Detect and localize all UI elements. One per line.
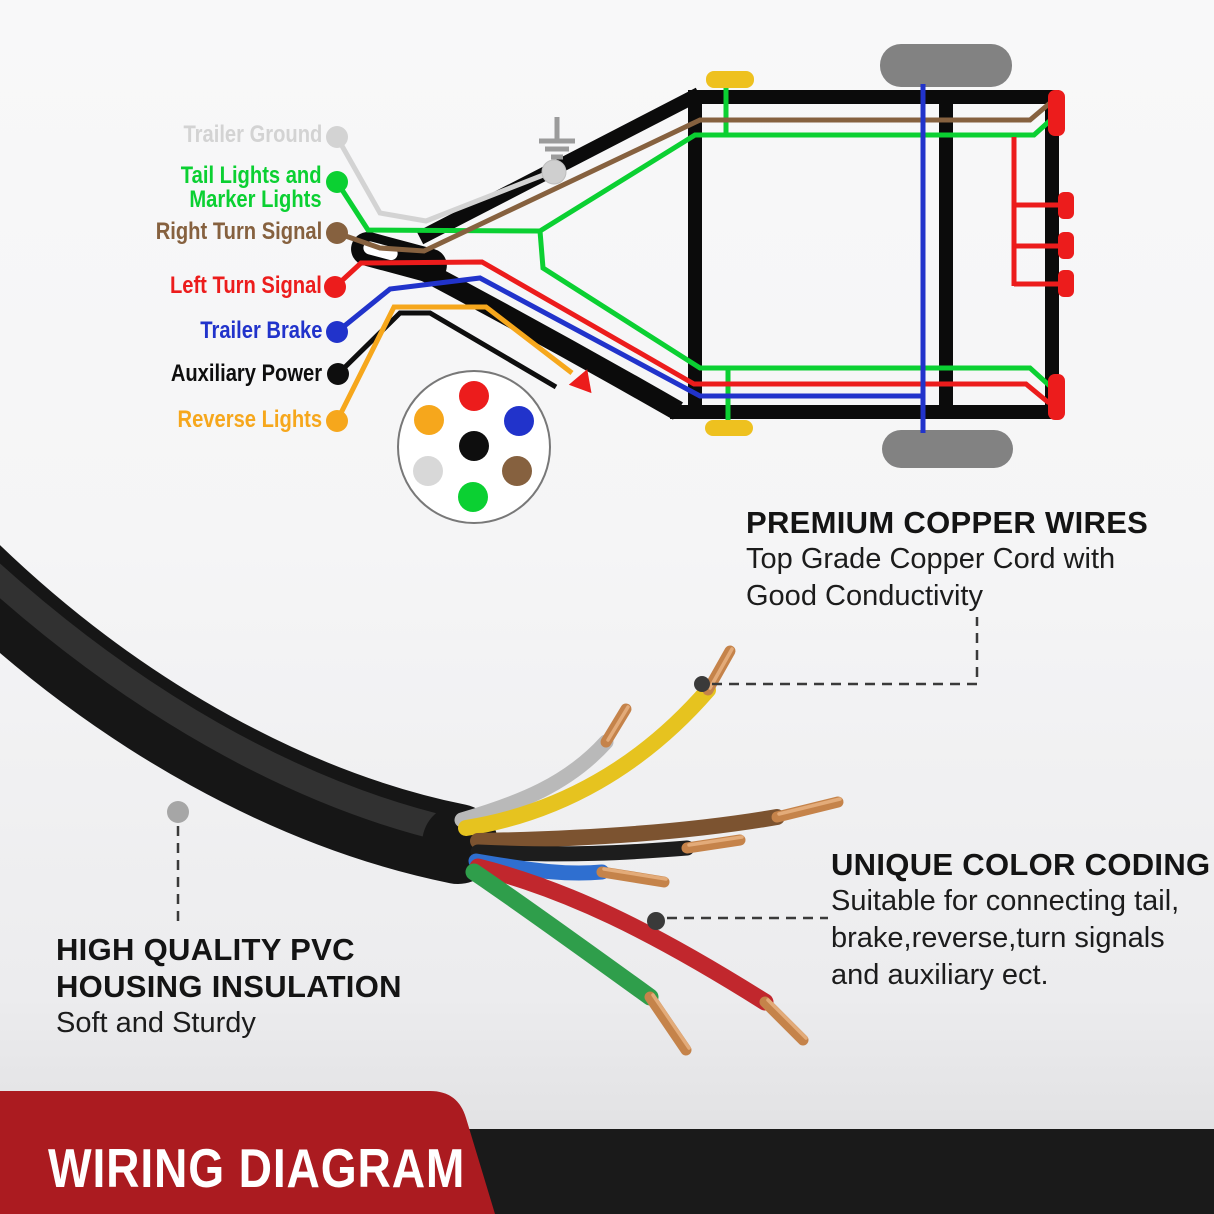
leader-lines <box>176 617 979 928</box>
annotation-subtitle: Soft and Sturdy <box>56 1007 256 1039</box>
annotation-title: PREMIUM COPPER WIRES <box>746 505 1149 540</box>
pin-top <box>459 381 489 411</box>
coupler-dot <box>541 159 567 185</box>
wire-trailer-ground <box>334 135 552 224</box>
label-auxiliary-power: Auxiliary Power <box>170 360 322 387</box>
wire-trailer-brake <box>335 84 926 433</box>
copper-strand-highlights <box>602 647 842 1050</box>
cable-wire-red <box>469 858 774 1011</box>
label-trailer-ground: Trailer Ground <box>183 121 322 148</box>
side-marker-light <box>1058 232 1074 259</box>
leader-copper <box>712 617 979 686</box>
tail-light-top-right <box>1048 90 1065 136</box>
cable-wire-white <box>454 734 614 828</box>
annotation-body-line: brake,reverse,turn signals <box>831 922 1165 954</box>
pin-lower-left <box>413 456 443 486</box>
annotation-pvc-insulation: HIGH QUALITY PVC HOUSING INSULATION Soft… <box>56 931 402 1042</box>
annotation-title: UNIQUE COLOR CODING <box>831 847 1211 882</box>
side-marker-light <box>1058 270 1074 297</box>
label-tail-marker-lights: Tail Lights and Marker Lights <box>181 164 322 212</box>
cable-photo <box>0 545 844 1056</box>
leader-dot-pvc <box>167 801 189 823</box>
pin-upper-right <box>504 406 534 436</box>
side-marker-light <box>1058 192 1074 219</box>
label-right-turn-signal: Right Turn Signal <box>155 218 322 245</box>
ground-symbol-icon <box>539 117 575 160</box>
cable-wire-green <box>465 863 659 1006</box>
leader-dot-copper <box>694 676 710 692</box>
legend-dot-tail-lights <box>326 171 348 193</box>
annotation-title-line: HIGH QUALITY PVC <box>56 932 355 967</box>
legend-dots <box>324 126 349 432</box>
wire-auxiliary-power <box>336 310 558 390</box>
annotation-color-coding: UNIQUE COLOR CODING Suitable for connect… <box>831 846 1210 994</box>
trailer-wheel-top <box>880 44 1012 87</box>
leader-dot-color-coding <box>647 912 665 930</box>
label-trailer-brake: Trailer Brake <box>199 317 322 344</box>
cable-wire-yellow <box>458 682 716 836</box>
wire-left-turn-signal <box>333 137 1058 405</box>
annotation-title-line: HOUSING INSULATION <box>56 969 402 1004</box>
pin-lower-right <box>502 456 532 486</box>
tail-light-bottom-right <box>1048 374 1065 420</box>
annotation-body-line: Good Conductivity <box>746 580 983 612</box>
exposed-wires <box>454 682 785 1011</box>
legend-dot-trailer-brake <box>326 321 348 343</box>
legend-dot-left-turn <box>324 276 346 298</box>
cable-wire-brown <box>470 809 785 849</box>
reverse-wire-arrow <box>568 369 592 394</box>
cable-wire-black <box>470 840 695 862</box>
trailer-wheel-bottom <box>882 430 1013 468</box>
wire-tail-marker-lights <box>334 80 1056 427</box>
clearance-light-bottom <box>705 420 753 436</box>
legend-dot-trailer-ground <box>326 126 348 148</box>
banner-title: WIRING DIAGRAM <box>48 1137 466 1199</box>
label-reverse-lights: Reverse Lights <box>177 406 322 433</box>
annotation-body-line: Suitable for connecting tail, <box>831 885 1180 917</box>
label-line: Tail Lights and <box>181 162 322 189</box>
annotation-body-line: and auxiliary ect. <box>831 959 1049 991</box>
annotation-premium-copper: PREMIUM COPPER WIRES Top Grade Copper Co… <box>746 504 1148 615</box>
legend-dot-right-turn <box>326 222 348 244</box>
annotation-body-line: Top Grade Copper Cord with <box>746 543 1116 575</box>
banner-red-shape <box>0 1091 495 1214</box>
connector-face <box>397 370 551 524</box>
clearance-light-top <box>706 71 754 88</box>
pin-bottom <box>458 482 488 512</box>
pin-upper-left <box>414 405 444 435</box>
trailer-lights <box>705 71 1074 436</box>
pin-center <box>459 431 489 461</box>
wire-reverse-lights <box>334 304 574 423</box>
label-line: Marker Lights <box>189 186 322 213</box>
legend-dot-reverse <box>326 410 348 432</box>
cable-sheen <box>0 563 463 843</box>
label-left-turn-signal: Left Turn Signal <box>170 272 322 299</box>
legend-dot-auxiliary <box>327 363 349 385</box>
wire-right-turn-signal <box>336 101 1052 254</box>
